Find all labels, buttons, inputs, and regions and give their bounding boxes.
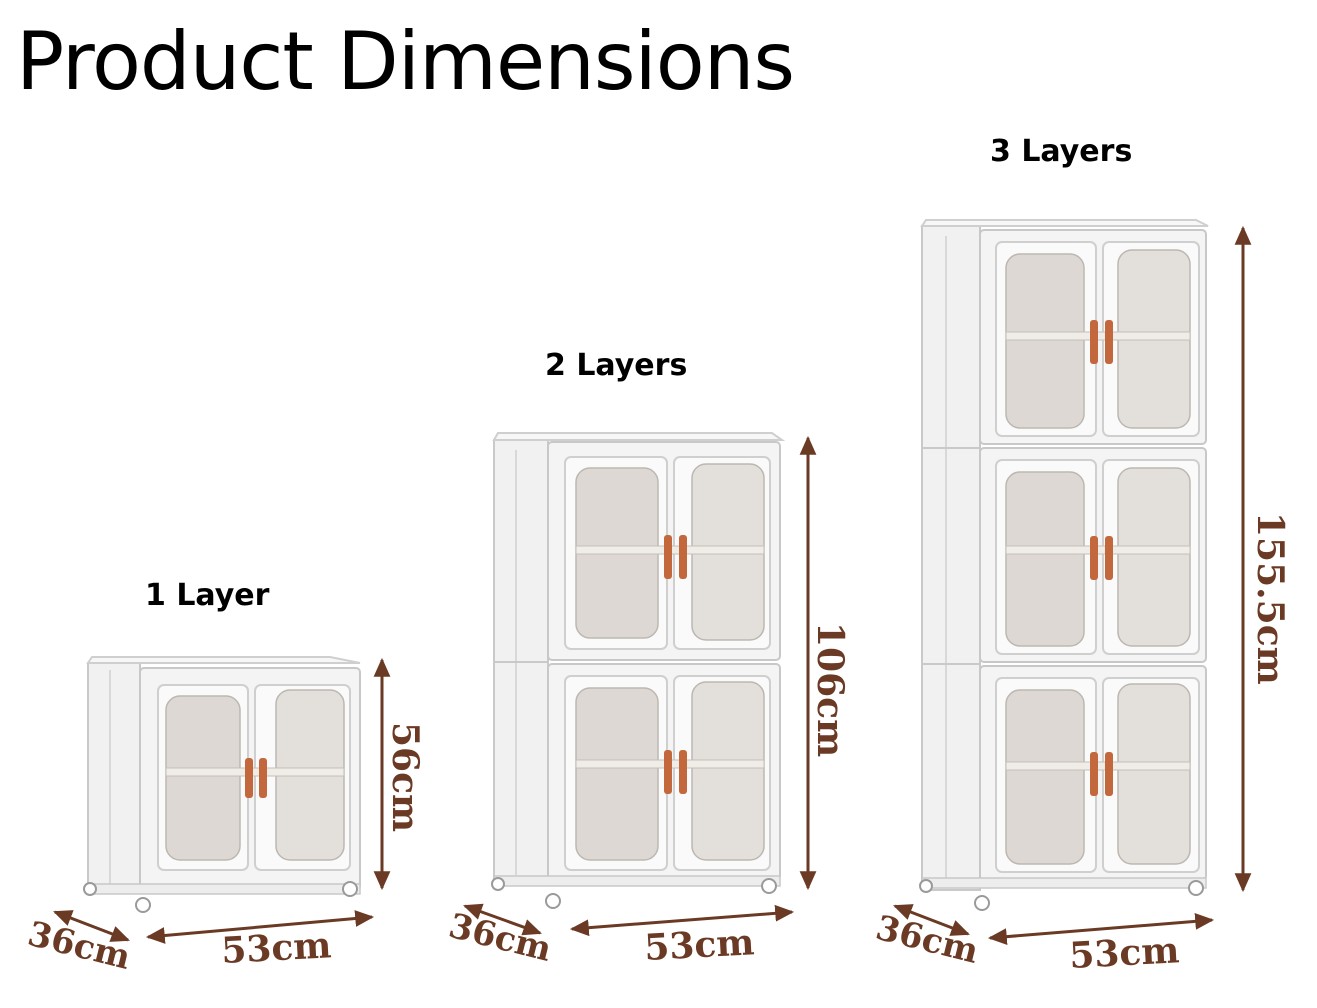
width-label-2-layers: 53cm xyxy=(643,921,755,969)
dimensions-3-layers: 155.5cm 53cm 36cm xyxy=(872,225,1291,977)
width-label-1-layer: 53cm xyxy=(220,924,332,972)
cabinet-2-layers xyxy=(491,432,786,909)
cabinet-3-layers xyxy=(919,219,1209,911)
depth-label-2-layers: 36cm xyxy=(445,906,556,970)
height-label-2-layers: 106cm xyxy=(809,622,851,757)
variant-label-2-layers: 2 Layers xyxy=(545,348,688,383)
height-label-3-layers: 155.5cm xyxy=(1249,512,1291,685)
width-label-3-layers: 53cm xyxy=(1068,929,1180,977)
depth-label-1-layer: 36cm xyxy=(24,914,135,978)
variant-label-1-layer: 1 Layer xyxy=(145,578,270,613)
cabinet-1-layer xyxy=(83,656,361,913)
variant-label-3-layers: 3 Layers xyxy=(990,134,1133,169)
height-label-1-layer: 56cm xyxy=(384,722,426,832)
dimensions-2-layers: 106cm 53cm 36cm xyxy=(445,435,851,970)
page-title: Product Dimensions xyxy=(16,15,795,108)
